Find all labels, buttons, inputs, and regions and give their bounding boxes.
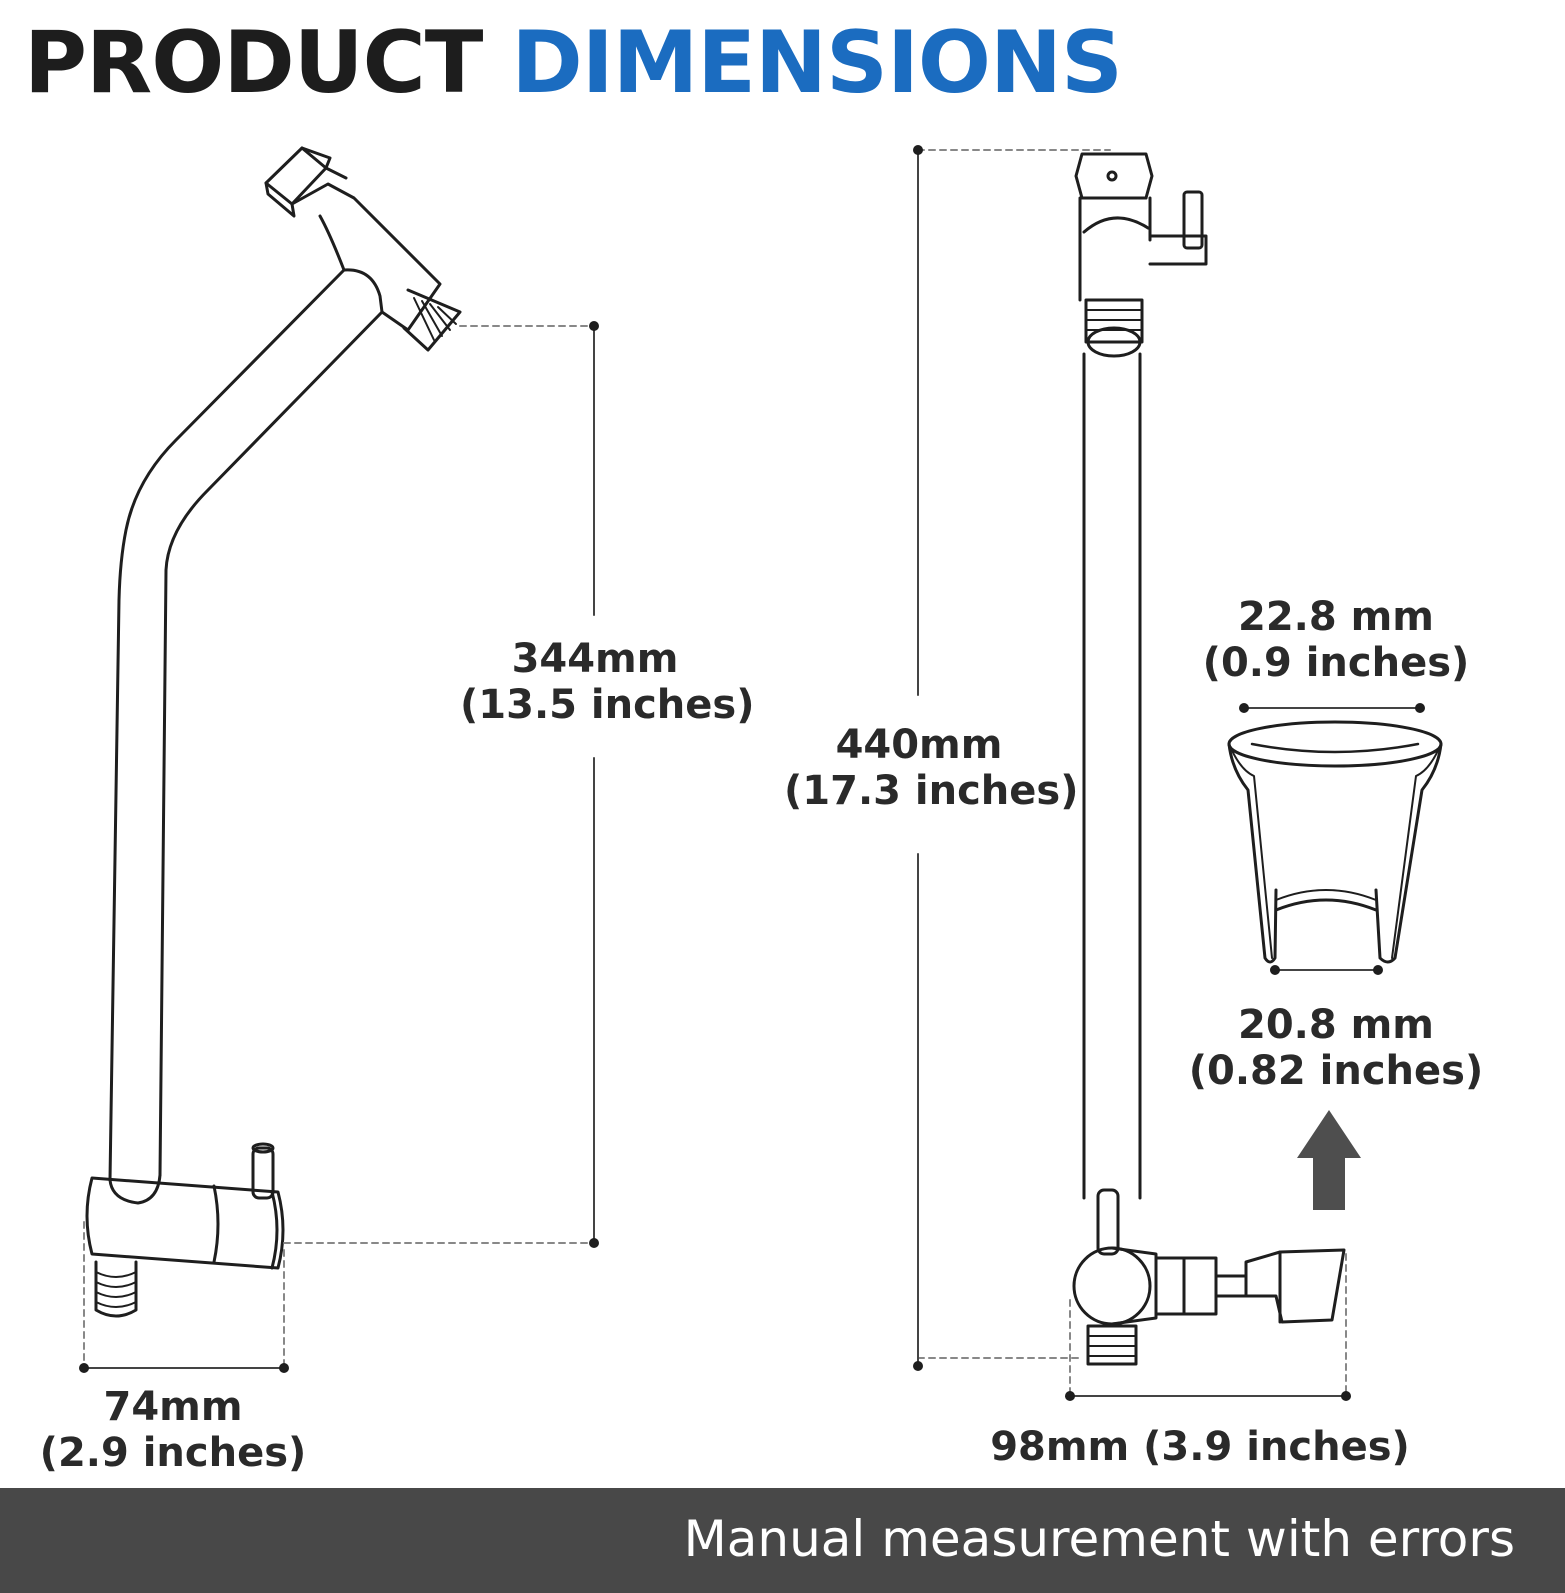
right-width-text: 98mm (3.9 inches) (990, 1424, 1410, 1470)
right-width-label: 98mm (3.9 inches) (990, 1424, 1410, 1470)
shower-holder-detail (1227, 720, 1443, 964)
holder-top-dimension-line (1239, 703, 1425, 713)
holder-bottom-imperial: (0.82 inches) (1188, 1048, 1484, 1094)
product-line-drawing (79, 145, 1443, 1401)
title-dimensions: DIMENSIONS (511, 13, 1123, 113)
left-shower-arm (85, 146, 462, 1318)
holder-bottom-dimension-line (1270, 965, 1383, 975)
holder-top-metric: 22.8 mm (1238, 594, 1434, 640)
right-height-metric: 440mm (835, 722, 1003, 768)
right-shower-arm (1072, 152, 1346, 1366)
page-title: PRODUCT DIMENSIONS (24, 18, 1123, 108)
holder-top-label: 22.8 mm (0.9 inches) (1196, 594, 1476, 686)
left-width-imperial: (2.9 inches) (39, 1430, 307, 1476)
right-height-imperial: (17.3 inches) (784, 768, 1079, 814)
title-product: PRODUCT (24, 13, 483, 113)
right-width-dimension-line (1065, 1253, 1351, 1401)
left-width-dimension-line (79, 1221, 289, 1373)
holder-bottom-label: 20.8 mm (0.82 inches) (1186, 1002, 1486, 1094)
left-width-label: 74mm (2.9 inches) (38, 1384, 308, 1476)
left-height-imperial: (13.5 inches) (460, 682, 755, 728)
footer-note: Manual measurement with errors (683, 1510, 1515, 1568)
right-height-dimension-line (913, 145, 1111, 1371)
holder-top-imperial: (0.9 inches) (1202, 640, 1470, 686)
holder-bottom-metric: 20.8 mm (1238, 1002, 1434, 1048)
left-height-metric: 344mm (511, 636, 679, 682)
arrow-up-icon (1297, 1110, 1361, 1210)
left-height-dimension-line (283, 321, 599, 1248)
left-width-metric: 74mm (103, 1384, 243, 1430)
footer-bar: Manual measurement with errors (0, 1488, 1565, 1593)
right-height-label: 440mm (17.3 inches) (784, 722, 1079, 814)
left-height-label: 344mm (13.5 inches) (460, 636, 755, 728)
